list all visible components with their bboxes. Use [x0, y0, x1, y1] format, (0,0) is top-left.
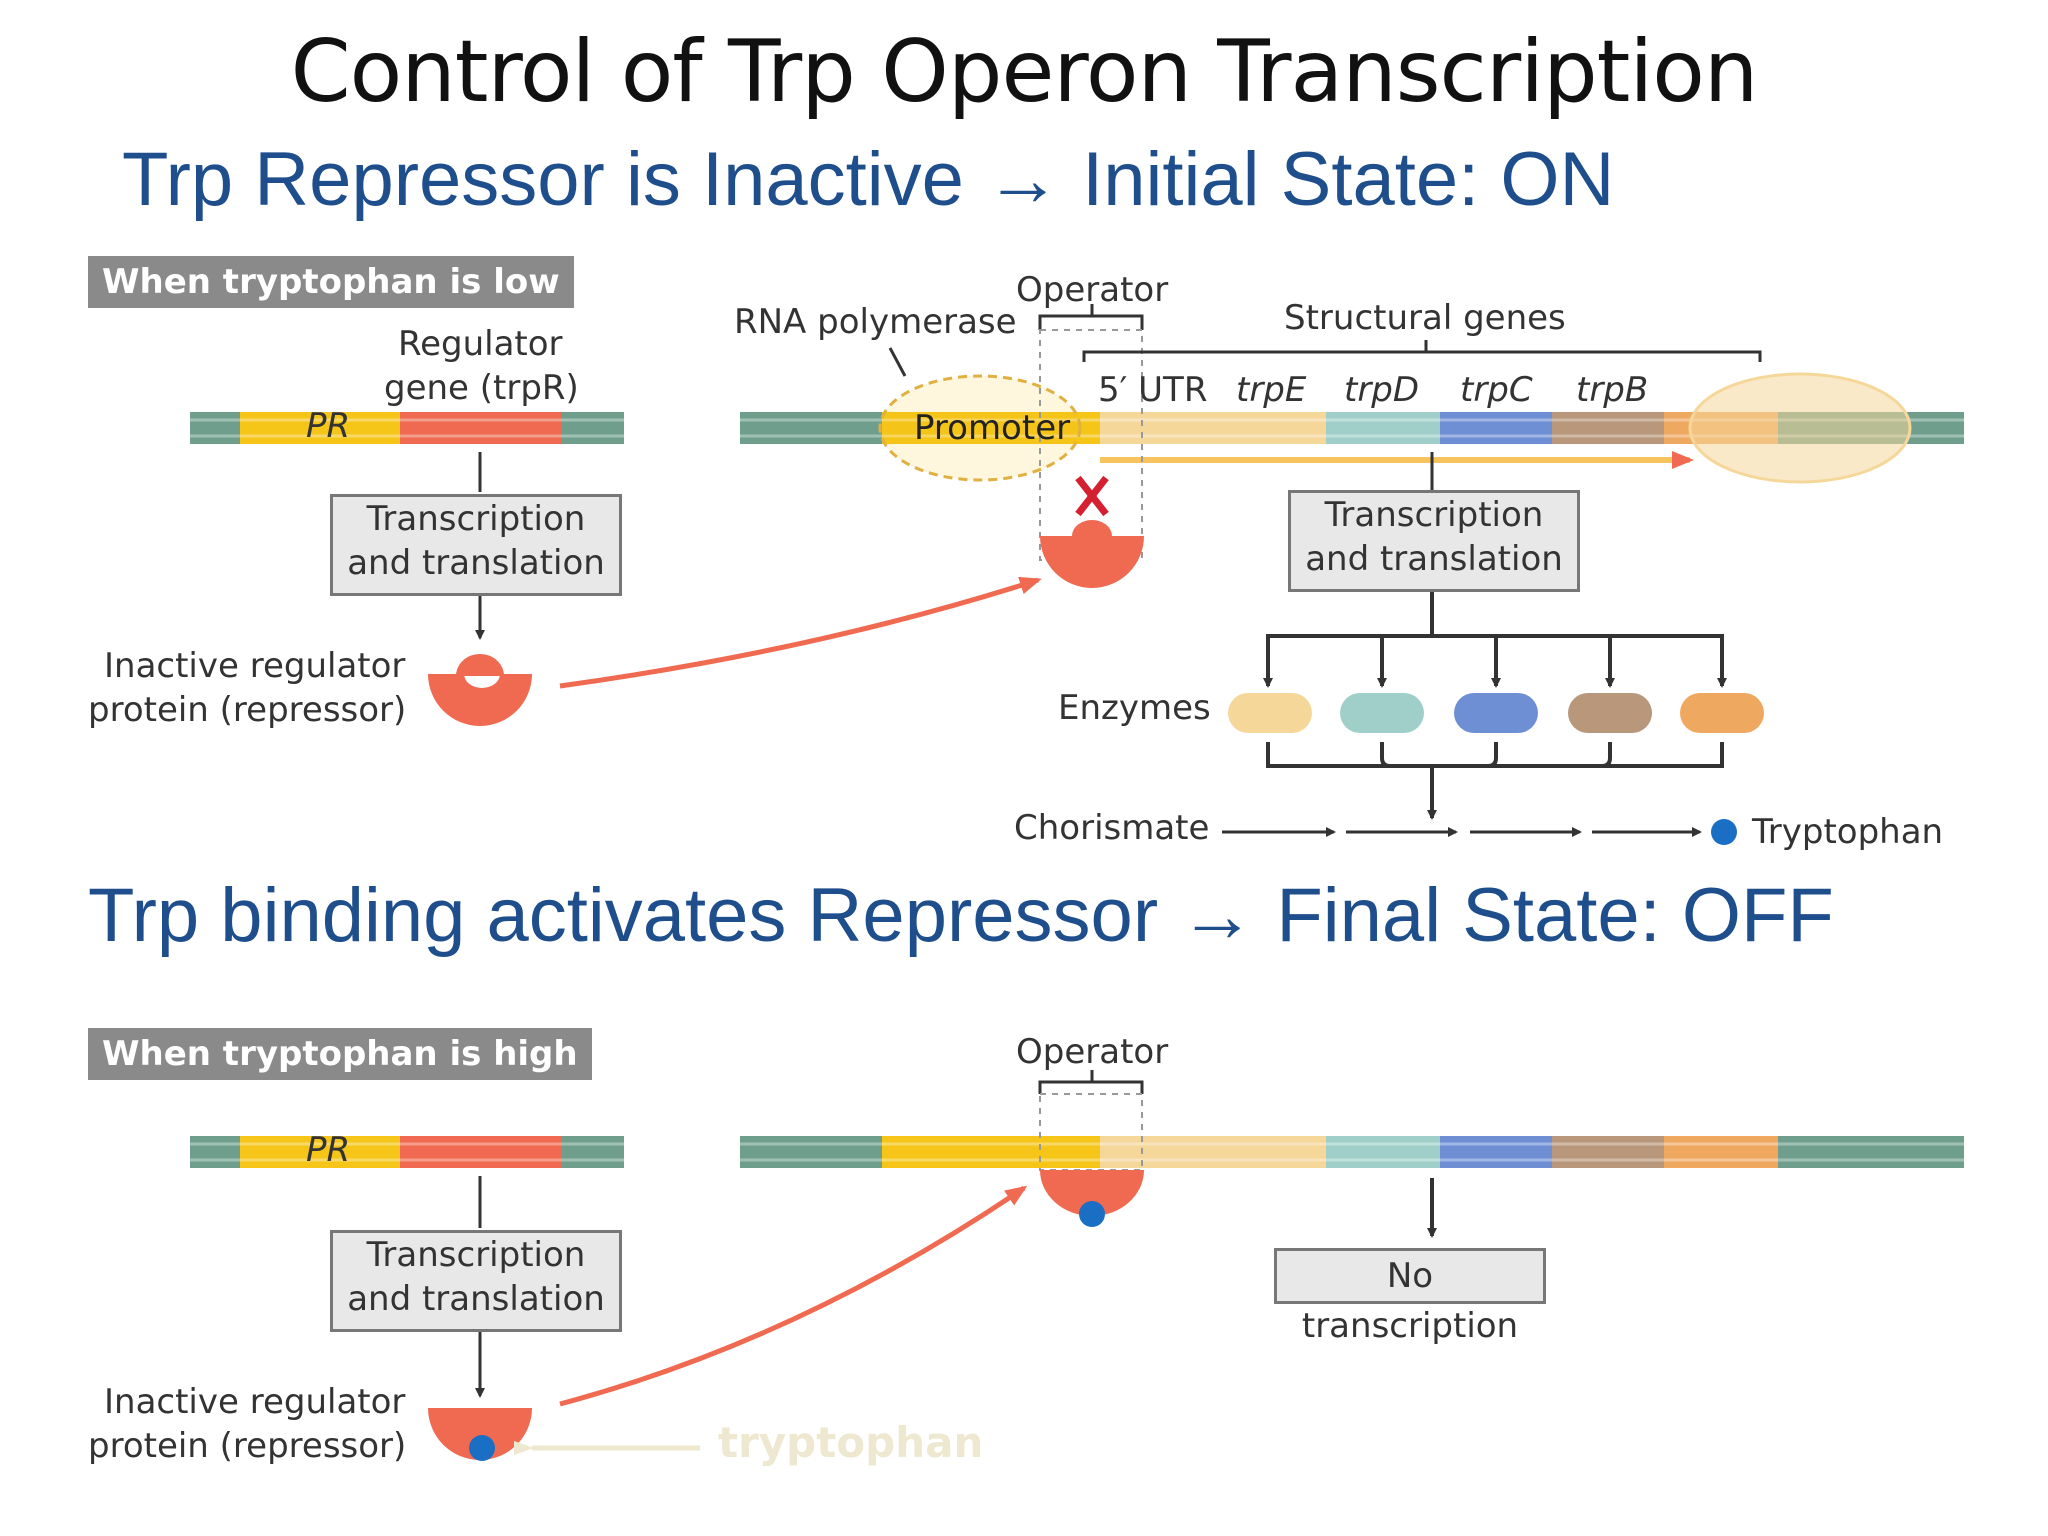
- box-line-1: Transcription: [366, 499, 586, 539]
- rna-polymerase-label: RNA polymerase: [734, 302, 1017, 342]
- gene-label-trpB: trpB: [1576, 370, 1649, 410]
- operator-bracket-bottom: [1038, 1070, 1144, 1094]
- repressor-bound-icon: [1040, 1170, 1144, 1216]
- subtitle-final-state: Trp binding activates Repressor → Final …: [88, 873, 1834, 958]
- tryptophan-bound-icon: [1079, 1201, 1105, 1227]
- gene-label-trpC: trpC: [1460, 370, 1533, 410]
- operator-label-top: Operator: [1016, 270, 1169, 310]
- page-title: Control of Trp Operon Transcription: [290, 22, 1759, 122]
- operon-dna-bottom: [740, 1136, 1964, 1168]
- transcription-box-operon: Transcription and translation: [1288, 490, 1580, 592]
- pr-label: PR: [306, 406, 351, 446]
- enzyme-trpD: [1454, 693, 1538, 733]
- gene-label-trpE: trpE: [1236, 370, 1307, 410]
- box-line-1: Transcription: [1324, 495, 1544, 535]
- operator-region-top: [1039, 329, 1143, 561]
- panel-tag-low: When tryptophan is low: [88, 256, 574, 308]
- repressor-label-line-2: protein (repressor): [88, 1426, 407, 1466]
- enzyme-trpC: [1568, 693, 1652, 733]
- no-transcription-box: No transcription: [1274, 1248, 1546, 1346]
- operator-bracket-top: [1038, 304, 1144, 330]
- repressor-inactive-top-icon: [456, 654, 504, 676]
- repressor-unbound-icon: [1040, 520, 1144, 588]
- tryptophan-dot-icon: [1711, 819, 1737, 845]
- promoter-label: Promoter: [914, 408, 1071, 448]
- enzyme-utr: [1228, 693, 1312, 733]
- structural-genes-bracket: [1082, 340, 1762, 362]
- operator-label-bottom: Operator: [1016, 1032, 1169, 1072]
- enzyme-trpE: [1340, 693, 1424, 733]
- tryptophan-faint-label: tryptophan: [718, 1418, 984, 1467]
- transcription-box-regulator-bottom: Transcription and translation: [330, 1230, 622, 1332]
- box-line-2: and translation: [1305, 539, 1563, 579]
- enzyme-merge-lines: [1266, 742, 1724, 768]
- rna-polymerase-end-ghost: [1688, 372, 1912, 484]
- transcription-box-regulator-top: Transcription and translation: [330, 494, 622, 596]
- rna-polymerase-outline: [878, 374, 1082, 482]
- structural-genes-label: Structural genes: [1284, 298, 1566, 338]
- pr-label: PR: [306, 1130, 351, 1170]
- enzyme-trpB: [1680, 693, 1764, 733]
- repressor-active-icon: [428, 1408, 532, 1460]
- blocked-x-icon: [1075, 475, 1109, 517]
- regulator-dna-bottom: [190, 1136, 624, 1168]
- tryptophan-bound-icon: [469, 1435, 495, 1461]
- subtitle-initial-state: Trp Repressor is Inactive → Initial Stat…: [122, 137, 1615, 222]
- repressor-label-line-2: protein (repressor): [88, 690, 407, 730]
- regulator-label: Regulator: [398, 324, 563, 364]
- repressor-to-operator-arrow: [559, 1185, 1028, 1407]
- utr-label: 5′ UTR: [1098, 370, 1208, 410]
- tryptophan-label: Tryptophan: [1752, 812, 1944, 852]
- repressor-inactive-icon: [428, 674, 532, 726]
- repressor-label-line-1: Inactive regulator: [104, 1382, 406, 1422]
- enzymes-label: Enzymes: [1058, 688, 1211, 728]
- rna-polymerase-pointer: [888, 347, 907, 377]
- gene-label-trpD: trpD: [1344, 370, 1420, 410]
- box-line-2: and translation: [347, 1279, 605, 1319]
- repressor-to-operator-arrow: [559, 576, 1042, 689]
- repressor-label-line-1: Inactive regulator: [104, 646, 406, 686]
- box-line-2: and translation: [347, 543, 605, 583]
- regulator-gene-label: gene (trpR): [384, 368, 579, 408]
- chorismate-label: Chorismate: [1014, 808, 1210, 848]
- regulator-dna-top: [190, 412, 624, 444]
- box-line-1: Transcription: [366, 1235, 586, 1275]
- panel-tag-high: When tryptophan is high: [88, 1028, 592, 1080]
